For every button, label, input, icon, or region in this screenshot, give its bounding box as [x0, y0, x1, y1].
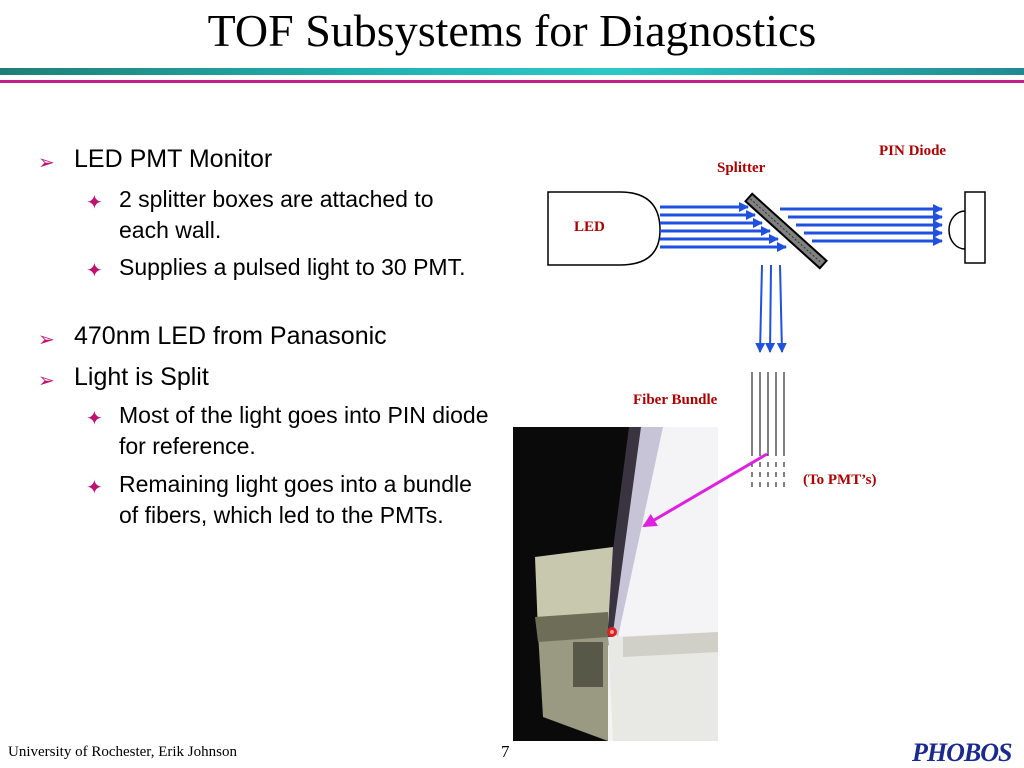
led-label: LED — [574, 219, 605, 235]
pin-beams — [780, 204, 943, 246]
footer-affiliation: University of Rochester, Erik Johnson — [8, 744, 237, 760]
bullet-3-sub-2: Remaining light goes into a bundle of fi… — [119, 471, 472, 528]
pin-diode-shape — [948, 191, 986, 264]
phobos-logo: PHOBOS — [912, 738, 1012, 768]
bullet-arrow-icon: ➢ — [38, 152, 55, 174]
bullet-2: 470nm LED from Panasonic — [74, 322, 387, 350]
fiber-beams — [755, 264, 787, 353]
fiber-bundle-label: Fiber Bundle — [633, 392, 718, 408]
to-pmt-label: (To PMT’s) — [803, 472, 877, 488]
bullet-1-sub-2: Supplies a pulsed light to 30 PMT. — [119, 254, 466, 280]
bullet-arrow-icon: ➢ — [38, 329, 55, 351]
bullet-3: Light is Split — [74, 363, 209, 391]
bullet-1: LED PMT Monitor — [74, 145, 273, 173]
splitter-label: Splitter — [717, 160, 766, 176]
bullet-arrow-icon: ➢ — [38, 370, 55, 392]
led-beams — [660, 202, 787, 252]
bullet-1-sub-1: 2 splitter boxes are attached to each wa… — [119, 186, 434, 243]
splitter-box-photo — [513, 427, 718, 741]
sub-bullet-star-icon: ✦ — [86, 192, 103, 214]
splitter-plate — [744, 192, 828, 270]
page-number: 7 — [501, 742, 510, 761]
sub-bullet-star-icon: ✦ — [86, 260, 103, 282]
sub-bullet-star-icon: ✦ — [86, 408, 103, 430]
fiber-bundle-lines — [751, 372, 785, 490]
bullet-3-sub-1: Most of the light goes into PIN diode fo… — [119, 402, 489, 459]
logo-text: PHOBOS — [912, 738, 1012, 767]
pin-diode-label: PIN Diode — [879, 143, 947, 159]
sub-bullet-star-icon: ✦ — [86, 477, 103, 499]
slide-title: TOF Subsystems for Diagnostics — [207, 5, 817, 56]
